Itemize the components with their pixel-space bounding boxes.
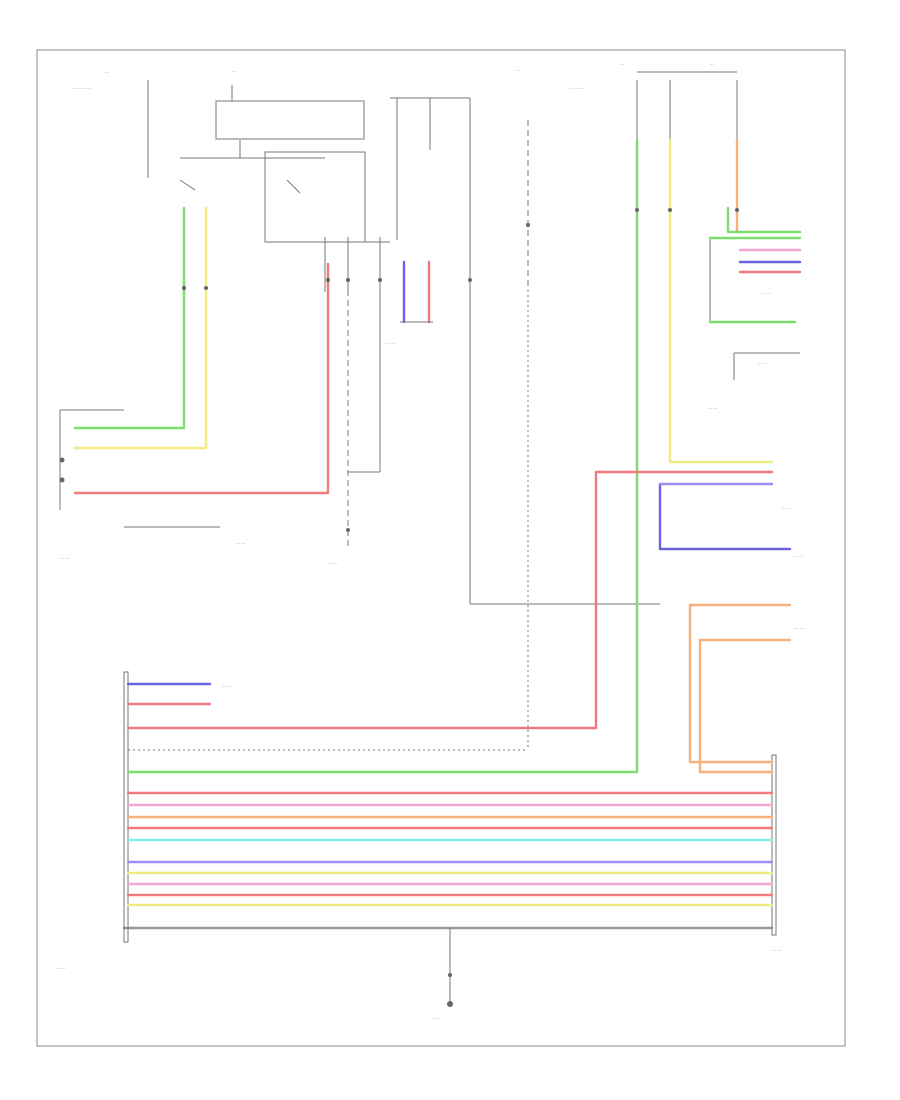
svg-text:··· ··· ···: ··· ··· ··· [570, 86, 584, 91]
svg-text:··· ···: ··· ··· [795, 626, 804, 631]
svg-text:··· ···: ··· ··· [236, 541, 245, 546]
svg-text:···: ··· [710, 62, 714, 67]
relay-section [147, 80, 471, 292]
svg-text:··· ···: ··· ··· [432, 1016, 441, 1021]
component-labels: ··· ··· ··· ··· ··· ··· ··· ··· ··· ··· … [56, 62, 804, 1021]
svg-text:··· ···: ··· ··· [222, 684, 231, 689]
svg-text:··· ···: ··· ··· [758, 361, 767, 366]
svg-text:··· ···: ··· ··· [328, 561, 337, 566]
svg-text:··· ···: ··· ··· [793, 554, 802, 559]
svg-text:···: ··· [620, 62, 624, 67]
connector-pins [59, 208, 739, 977]
diagram-frame [36, 49, 846, 1047]
svg-text:··· ···: ··· ··· [56, 966, 65, 971]
gray-wires [59, 71, 800, 1007]
svg-text:··· ···: ··· ··· [708, 406, 717, 411]
svg-text:···: ··· [232, 69, 236, 74]
colored-wires [73, 138, 802, 907]
svg-text:··· ··· ··· ···: ··· ··· ··· ··· [72, 86, 91, 91]
ground-symbol [447, 1001, 453, 1007]
svg-text:··· ···: ··· ··· [782, 506, 791, 511]
svg-text:··· ···: ··· ··· [772, 948, 781, 953]
svg-text:···: ··· [105, 70, 109, 75]
svg-text:··· ···: ··· ··· [386, 341, 395, 346]
svg-text:··· ···: ··· ··· [60, 556, 69, 561]
svg-text:···: ··· [516, 68, 520, 73]
svg-text:··· ···: ··· ··· [762, 291, 771, 296]
